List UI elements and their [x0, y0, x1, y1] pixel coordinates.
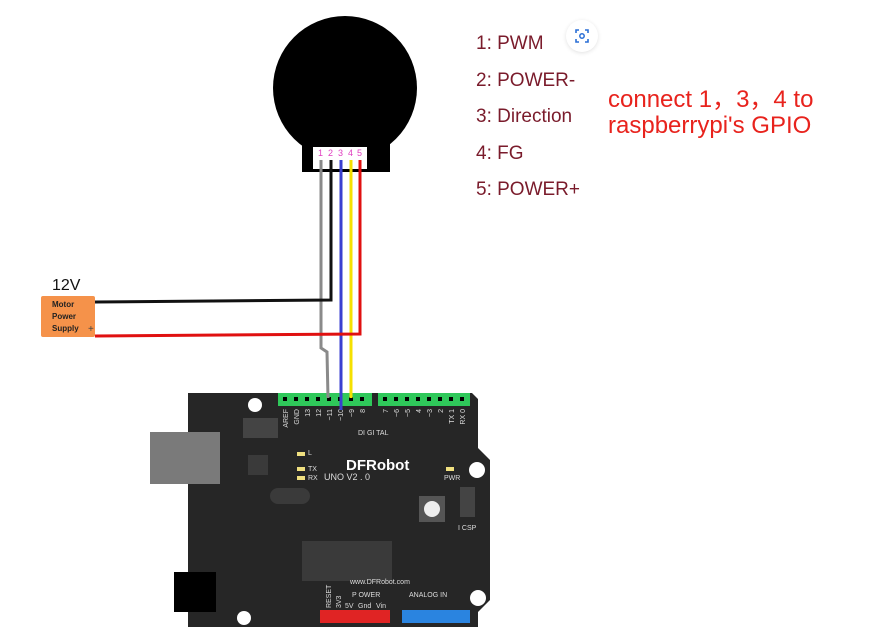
- dfrobot-uno-board: AREF GND 13 12 ~11 ~10 ~9 8 7 ~6 ~5 4 ~3…: [150, 393, 490, 627]
- legend-pin-2: 2: POWER-: [476, 70, 576, 91]
- wire-power-minus: [94, 160, 333, 304]
- svg-text:DFRobot: DFRobot: [346, 457, 409, 474]
- note-line-2: raspberrypi's GPIO: [608, 112, 812, 139]
- usb-port: [150, 432, 220, 484]
- scan-image-button[interactable]: [566, 20, 598, 52]
- svg-text:~6: ~6: [394, 409, 401, 417]
- svg-text:RX 0: RX 0: [460, 409, 467, 425]
- digital-pin-labels: AREF GND 13 12 ~11 ~10 ~9 8 7 ~6 ~5 4 ~3…: [283, 409, 467, 428]
- svg-text:AREF: AREF: [283, 409, 290, 428]
- svg-text:~9: ~9: [349, 409, 356, 417]
- svg-text:3V3: 3V3: [336, 595, 343, 608]
- svg-text:12: 12: [316, 409, 323, 417]
- svg-text:TX 1: TX 1: [449, 409, 456, 424]
- svg-text:5: 5: [357, 148, 362, 158]
- svg-text:GND: GND: [294, 409, 301, 425]
- motor: 1 2 3 4 5: [273, 16, 417, 172]
- dc-jack: [174, 572, 216, 612]
- svg-text:RESET: RESET: [326, 584, 333, 608]
- svg-text:2: 2: [438, 409, 445, 413]
- svg-text:~3: ~3: [427, 409, 434, 417]
- motor-connector: [313, 147, 367, 169]
- svg-text:~5: ~5: [405, 409, 412, 417]
- svg-text:1: 1: [318, 148, 323, 158]
- wire-pwm: [319, 160, 330, 399]
- svg-text:13: 13: [305, 409, 312, 417]
- svg-text:P OWER: P OWER: [352, 592, 380, 599]
- svg-text:8: 8: [360, 409, 367, 413]
- svg-text:3: 3: [338, 148, 343, 158]
- svg-text:Motor: Motor: [52, 300, 74, 309]
- svg-text:PWR: PWR: [444, 475, 460, 482]
- svg-text:UNO V2 . 0: UNO V2 . 0: [324, 472, 370, 482]
- note-line-1: connect 1，3，4 to: [608, 86, 814, 113]
- analog-header: [402, 610, 470, 623]
- svg-text:~10: ~10: [338, 409, 345, 421]
- digital-header-right: [378, 393, 470, 406]
- svg-text:Gnd: Gnd: [358, 603, 371, 610]
- legend-pin-1: 1: PWM: [476, 33, 544, 54]
- svg-text:TX: TX: [308, 466, 317, 473]
- legend-pin-4: 4: FG: [476, 143, 524, 164]
- svg-text:7: 7: [383, 409, 390, 413]
- svg-text:DI GI TAL: DI GI TAL: [358, 430, 389, 437]
- svg-text:5V: 5V: [345, 603, 354, 610]
- svg-text:Vin: Vin: [376, 603, 386, 610]
- svg-text:+: +: [88, 324, 94, 335]
- svg-text:12V: 12V: [52, 277, 81, 294]
- power-header: [320, 610, 390, 623]
- svg-text:RX: RX: [308, 475, 318, 482]
- motor-power-supply: 12V Motor Power Supply +: [41, 277, 95, 337]
- svg-text:~11: ~11: [327, 409, 334, 420]
- connector-pin-labels: 1 2 3 4 5: [318, 148, 362, 158]
- scan-image-icon: [575, 29, 589, 43]
- svg-text:2: 2: [328, 148, 333, 158]
- svg-text:4: 4: [348, 148, 353, 158]
- wire-power-plus: [94, 160, 362, 338]
- svg-text:L: L: [308, 450, 312, 457]
- svg-text:Supply: Supply: [52, 324, 79, 333]
- legend-pin-3: 3: Direction: [476, 106, 573, 127]
- svg-text:www.DFRobot.com: www.DFRobot.com: [349, 579, 410, 586]
- wires: [94, 160, 362, 410]
- svg-text:I CSP: I CSP: [458, 525, 477, 532]
- svg-text:Power: Power: [52, 312, 76, 321]
- legend-pin-5: 5: POWER+: [476, 179, 580, 200]
- svg-text:ANALOG IN: ANALOG IN: [409, 592, 447, 599]
- svg-text:4: 4: [416, 409, 423, 413]
- digital-header-left: [278, 393, 372, 406]
